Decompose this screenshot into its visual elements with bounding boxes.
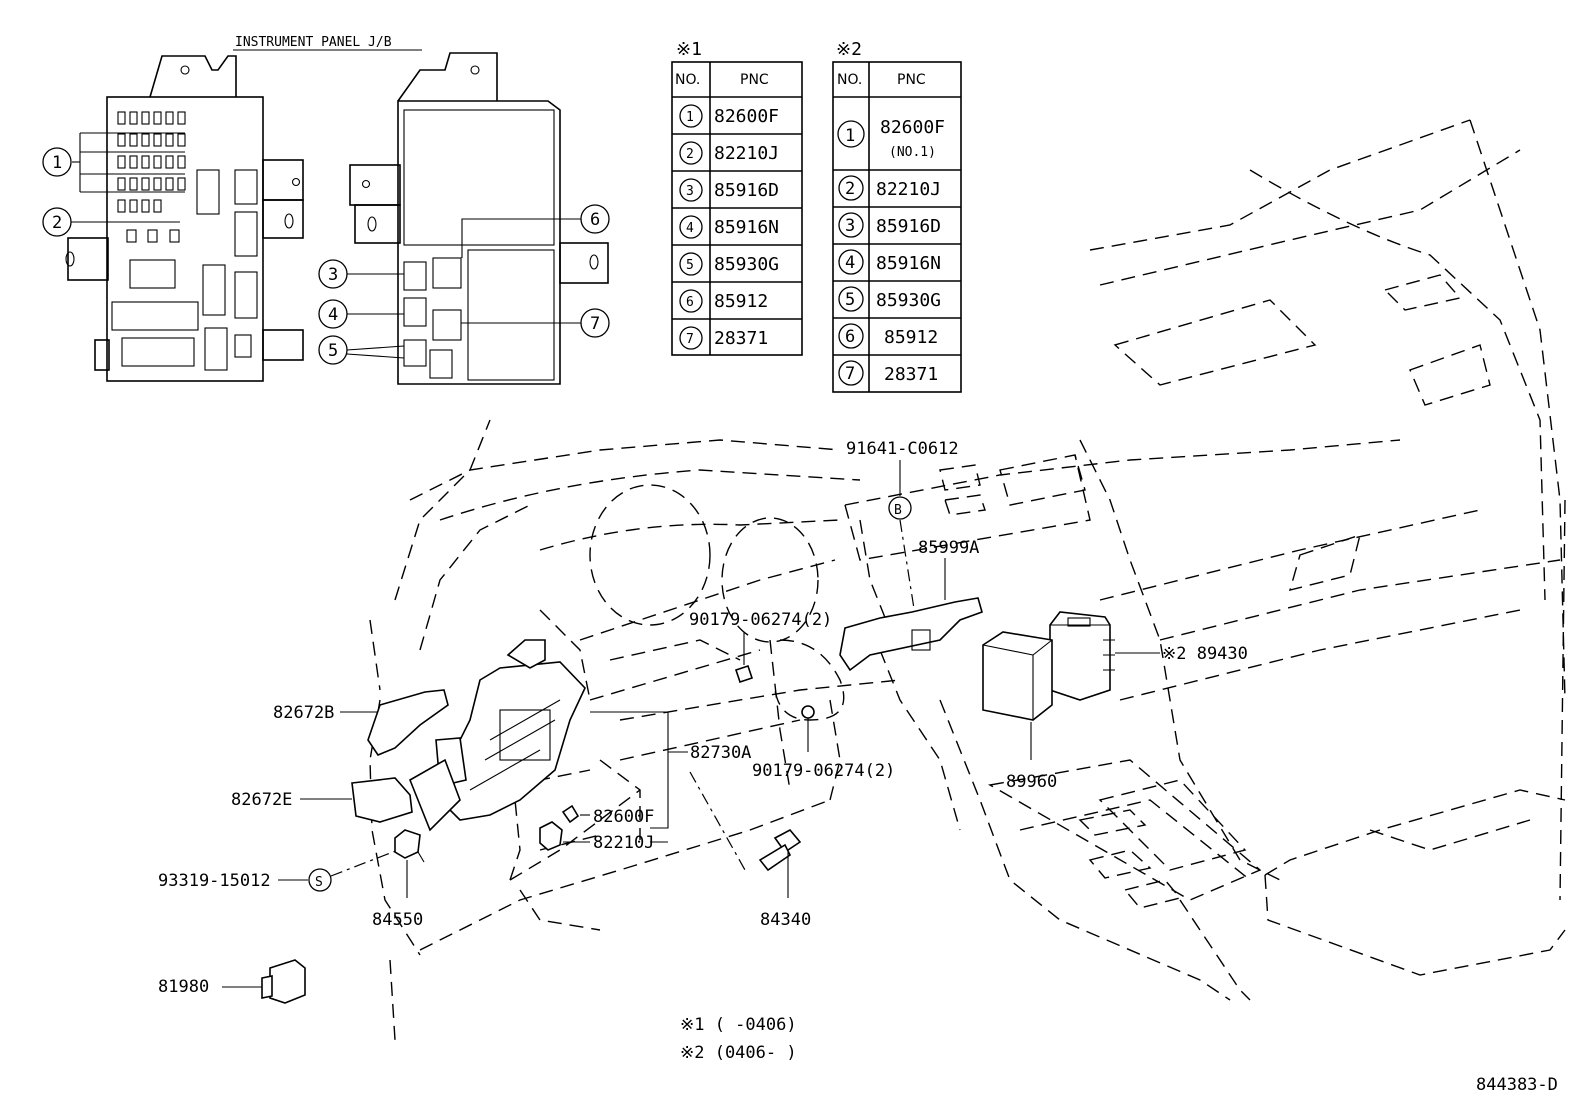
- part-82600F: 82600F: [561, 804, 654, 827]
- table-1-pnc: 85916D: [714, 180, 779, 201]
- table-1-pnc: 85930G: [714, 254, 779, 275]
- svg-text:2: 2: [686, 147, 694, 162]
- svg-text:7: 7: [590, 314, 600, 334]
- svg-text:7: 7: [686, 332, 694, 347]
- svg-text:81980: 81980: [158, 977, 209, 997]
- table-1-pnc: 85916N: [714, 217, 779, 238]
- svg-text:90179-06274(2): 90179-06274(2): [689, 610, 832, 630]
- svg-text:6: 6: [686, 295, 694, 310]
- part-82730A: 82730A: [408, 639, 751, 832]
- part-89960: 89960: [982, 631, 1057, 792]
- part-85999A: 85999A: [839, 538, 983, 672]
- part-91641-C0612: 91641-C0612 B: [846, 439, 959, 616]
- table-2-pnc: 85912: [884, 327, 938, 348]
- svg-text:93319-15012: 93319-15012: [158, 871, 271, 891]
- screw-s-icon: [308, 868, 332, 892]
- svg-text:5: 5: [328, 341, 338, 361]
- part-84340: 84340: [689, 771, 811, 930]
- svg-text:7: 7: [845, 364, 855, 384]
- svg-text:※2 89430: ※2 89430: [1162, 644, 1248, 664]
- table-2-pnc: 82210J: [876, 179, 941, 200]
- svg-text:S: S: [315, 875, 323, 890]
- table-1-rows: 1 82600F 2 82210J 3 85916D 4 85916N 5 85…: [679, 104, 779, 350]
- svg-text:3: 3: [328, 265, 338, 285]
- callout-5: [318, 335, 348, 365]
- callout-2: [42, 207, 72, 237]
- table-1: ※1 NO. PNC 1 82600F 2 82210J 3 85916D 4 …: [671, 39, 803, 356]
- table-2-pnc: 82600F: [880, 117, 945, 138]
- footnote-2: ※2 (0406- ): [680, 1043, 797, 1063]
- svg-text:6: 6: [590, 210, 600, 230]
- footnotes: ※1 ( -0406) ※2 (0406- ): [680, 1015, 797, 1063]
- junction-block-back: 3 4 5 6 7: [318, 52, 610, 385]
- callout-4: [318, 299, 348, 329]
- table-2-rows: 1 82600F (NO.1) 2 82210J 3 85916D 4 8591…: [837, 117, 945, 386]
- table-2-pnc-sub: (NO.1): [889, 145, 936, 160]
- part-90179-06274-lower: 90179-06274(2): [752, 705, 895, 781]
- junction-block-front: INSTRUMENT PANEL J/B: [42, 35, 422, 382]
- svg-text:3: 3: [686, 184, 694, 199]
- svg-text:4: 4: [328, 305, 338, 325]
- svg-text:1: 1: [845, 126, 855, 146]
- bolt-b-icon: [888, 496, 912, 520]
- table-1-header-pnc: PNC: [740, 72, 769, 88]
- svg-text:2: 2: [845, 179, 855, 199]
- junction-block-title: INSTRUMENT PANEL J/B: [235, 35, 392, 50]
- svg-text:4: 4: [686, 221, 694, 236]
- diagram-id: 844383-D: [1476, 1075, 1558, 1095]
- svg-text:82672B: 82672B: [273, 703, 334, 723]
- table-1-mark: ※1: [676, 39, 702, 60]
- svg-text:2: 2: [52, 213, 62, 233]
- table-2-pnc: 85916N: [876, 253, 941, 274]
- callout-6: [580, 204, 610, 234]
- svg-text:5: 5: [845, 290, 855, 310]
- svg-text:6: 6: [845, 327, 855, 347]
- svg-text:82672E: 82672E: [231, 790, 292, 810]
- part-90179-06274-upper: 90179-06274(2): [689, 610, 832, 684]
- svg-text:B: B: [894, 503, 902, 518]
- table-2: ※2 NO. PNC 1 82600F (NO.1) 2 82210J 3 85…: [832, 39, 962, 393]
- table-1-pnc: 28371: [714, 328, 768, 349]
- svg-text:91641-C0612: 91641-C0612: [846, 439, 959, 459]
- callout-3: [318, 259, 348, 289]
- svg-text:4: 4: [845, 253, 855, 273]
- callout-1: [42, 147, 72, 177]
- svg-text:89960: 89960: [1006, 772, 1057, 792]
- instrument-panel-outline: [369, 119, 1566, 1041]
- svg-text:84340: 84340: [760, 910, 811, 930]
- table-1-pnc: 82210J: [714, 143, 779, 164]
- table-1-pnc: 82600F: [714, 106, 779, 127]
- part-82672B: 82672B: [273, 689, 449, 756]
- table-2-pnc: 28371: [884, 364, 938, 385]
- part-93319-15012: 93319-15012 S: [158, 849, 399, 892]
- svg-text:90179-06274(2): 90179-06274(2): [752, 761, 895, 781]
- svg-text:82730A: 82730A: [690, 743, 751, 763]
- svg-text:82600F: 82600F: [593, 807, 654, 827]
- footnote-1: ※1 ( -0406): [680, 1015, 797, 1035]
- part-82210J: 82210J: [539, 821, 668, 853]
- table-2-header-no: NO.: [837, 72, 862, 88]
- part-84550: 84550: [372, 829, 425, 930]
- svg-text:1: 1: [52, 153, 62, 173]
- part-82672E: 82672E: [231, 777, 413, 823]
- part-81980: 81980: [158, 959, 306, 1004]
- svg-text:84550: 84550: [372, 910, 423, 930]
- svg-text:82210J: 82210J: [593, 833, 654, 853]
- svg-text:3: 3: [845, 216, 855, 236]
- svg-text:85999A: 85999A: [918, 538, 979, 558]
- table-2-mark: ※2: [836, 39, 862, 60]
- table-2-pnc: 85916D: [876, 216, 941, 237]
- table-1-header-no: NO.: [675, 72, 700, 88]
- table-2-pnc: 85930G: [876, 290, 941, 311]
- table-2-header-pnc: PNC: [897, 72, 926, 88]
- table-1-pnc: 85912: [714, 291, 768, 312]
- part-89430: ※2 89430: [1049, 611, 1248, 701]
- svg-text:5: 5: [686, 258, 694, 273]
- callout-7: [580, 308, 610, 338]
- svg-text:1: 1: [686, 110, 694, 125]
